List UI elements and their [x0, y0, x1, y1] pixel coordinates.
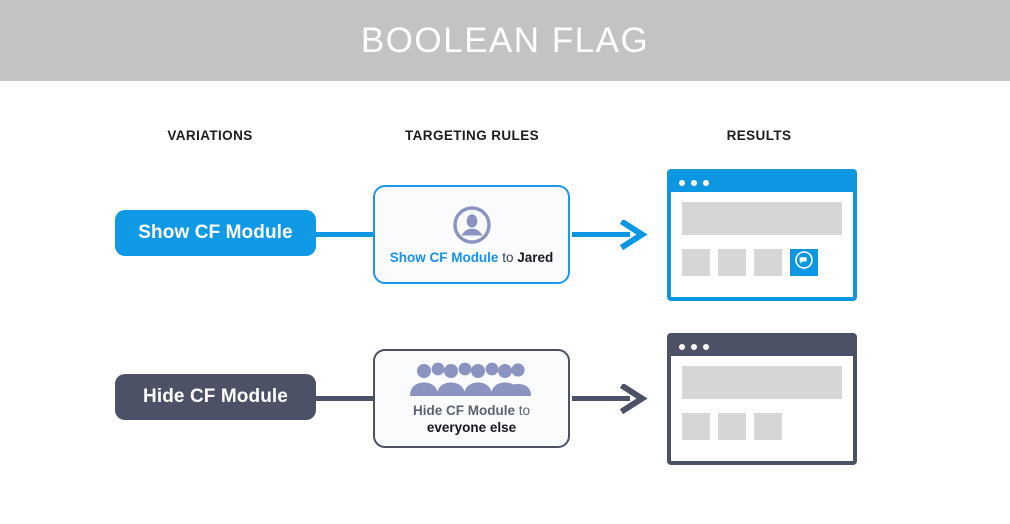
browser-title-bar [671, 337, 853, 356]
variation-label: Show CF Module [138, 222, 293, 243]
content-tile [718, 413, 746, 440]
rule-target: Jared [517, 250, 554, 265]
page-header: BOOLEAN FLAG [0, 0, 1010, 81]
window-dot-icon [691, 179, 697, 186]
page-title: BOOLEAN FLAG [360, 20, 650, 60]
rule-flag-label: Hide CF Module [412, 402, 515, 418]
content-tile [754, 413, 782, 440]
content-placeholder-block [682, 202, 842, 235]
result-browser-window-show [667, 169, 857, 301]
column-headers: VARIATIONS TARGETING RULES RESULTS [0, 128, 1010, 148]
content-tile [682, 249, 710, 276]
result-browser-window-hide [667, 333, 857, 465]
window-dot-icon [703, 343, 709, 350]
rule-text: Hide CF Module to everyone else [407, 402, 536, 436]
content-placeholder-block [682, 366, 842, 399]
single-person-icon [452, 203, 492, 247]
arrow-right-icon [572, 220, 648, 250]
column-header-variations: VARIATIONS [167, 128, 253, 143]
rule-flag-label: Show CF Module [389, 250, 499, 265]
rule-connector-word: to [502, 250, 514, 265]
rule-target: everyone else [426, 419, 517, 435]
cf-module-tile[interactable] [790, 249, 818, 276]
content-tiles [682, 249, 842, 276]
crowd-people-icon [404, 362, 540, 396]
column-header-targeting-rules: TARGETING RULES [405, 128, 539, 143]
content-tiles [682, 413, 842, 440]
targeting-rule-card-show[interactable]: Show CF Module to Jared [373, 185, 570, 284]
rule-connector-word: to [518, 402, 531, 418]
column-header-results: RESULTS [726, 128, 792, 143]
browser-title-bar [671, 173, 853, 192]
content-tile [754, 249, 782, 276]
flag-rule-row: Show CF Module Show CF Module to Jared [0, 160, 1010, 310]
variation-label: Hide CF Module [143, 386, 288, 407]
window-dot-icon [679, 179, 685, 186]
window-dot-icon [679, 343, 685, 350]
variation-pill-hide[interactable]: Hide CF Module [115, 374, 316, 420]
content-tile [718, 249, 746, 276]
rule-text: Show CF Module to Jared [384, 249, 560, 266]
flag-rule-row: Hide CF Module Hide CF Module to ev [0, 324, 1010, 474]
window-dot-icon [703, 179, 709, 186]
arrow-right-icon [572, 384, 648, 414]
content-tile [682, 413, 710, 440]
targeting-rule-card-hide[interactable]: Hide CF Module to everyone else [373, 349, 570, 448]
variation-pill-show[interactable]: Show CF Module [115, 210, 316, 256]
connector-line [300, 396, 378, 401]
browser-content [671, 356, 853, 461]
window-dot-icon [691, 343, 697, 350]
connector-line [300, 232, 378, 237]
browser-content [671, 192, 853, 297]
speech-bubble-icon [794, 250, 814, 275]
